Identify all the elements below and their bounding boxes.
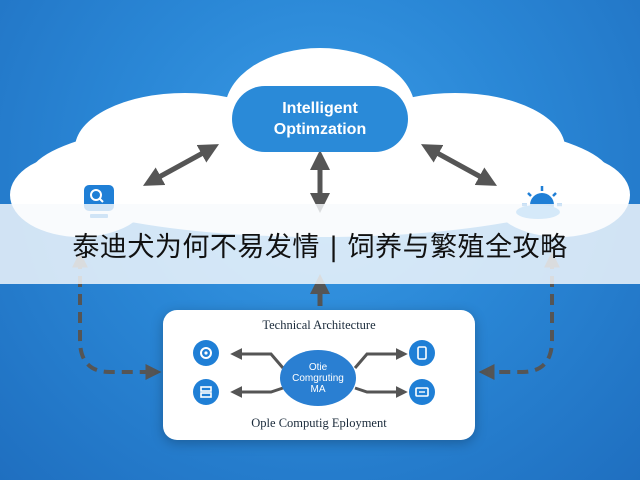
- server-icon: [193, 379, 219, 405]
- connector-bottom-right: [354, 386, 408, 398]
- hub-line3: MA: [310, 383, 326, 395]
- card-icon: [409, 379, 435, 405]
- connector-bottom-left: [230, 386, 284, 398]
- connector-top-left: [230, 348, 285, 369]
- panel-footer: Ople Computig Eployment: [251, 416, 387, 430]
- cloud-title-line1: Intelligent: [282, 100, 358, 117]
- title-banner: 泰迪犬为何不易发情 | 饲养与繁殖全攻略: [0, 204, 640, 284]
- cloud-title-line2: Optimzation: [273, 121, 367, 138]
- panel-connectors: [230, 348, 408, 398]
- connector-top-right: [353, 348, 408, 369]
- gear-chart-icon: [193, 340, 219, 366]
- hub-node: Otie Comgruting MA: [280, 350, 356, 406]
- arrow-cloud-left: [142, 144, 220, 186]
- architecture-panel: Technical Architecture Otie Comgruting M…: [163, 310, 475, 440]
- tablet-icon: [409, 340, 435, 366]
- hub-line2: Comgruting: [292, 372, 344, 384]
- arrow-cloud-right: [420, 144, 498, 186]
- cloud-title-badge: Intelligent Optimzation: [232, 86, 408, 152]
- dashed-connector-right: [478, 251, 560, 380]
- banner-text: 泰迪犬为何不易发情 | 饲养与繁殖全攻略: [72, 231, 568, 263]
- hub-line1: Otie: [308, 361, 328, 373]
- dashed-connector-left: [72, 251, 162, 380]
- panel-title: Technical Architecture: [262, 318, 376, 332]
